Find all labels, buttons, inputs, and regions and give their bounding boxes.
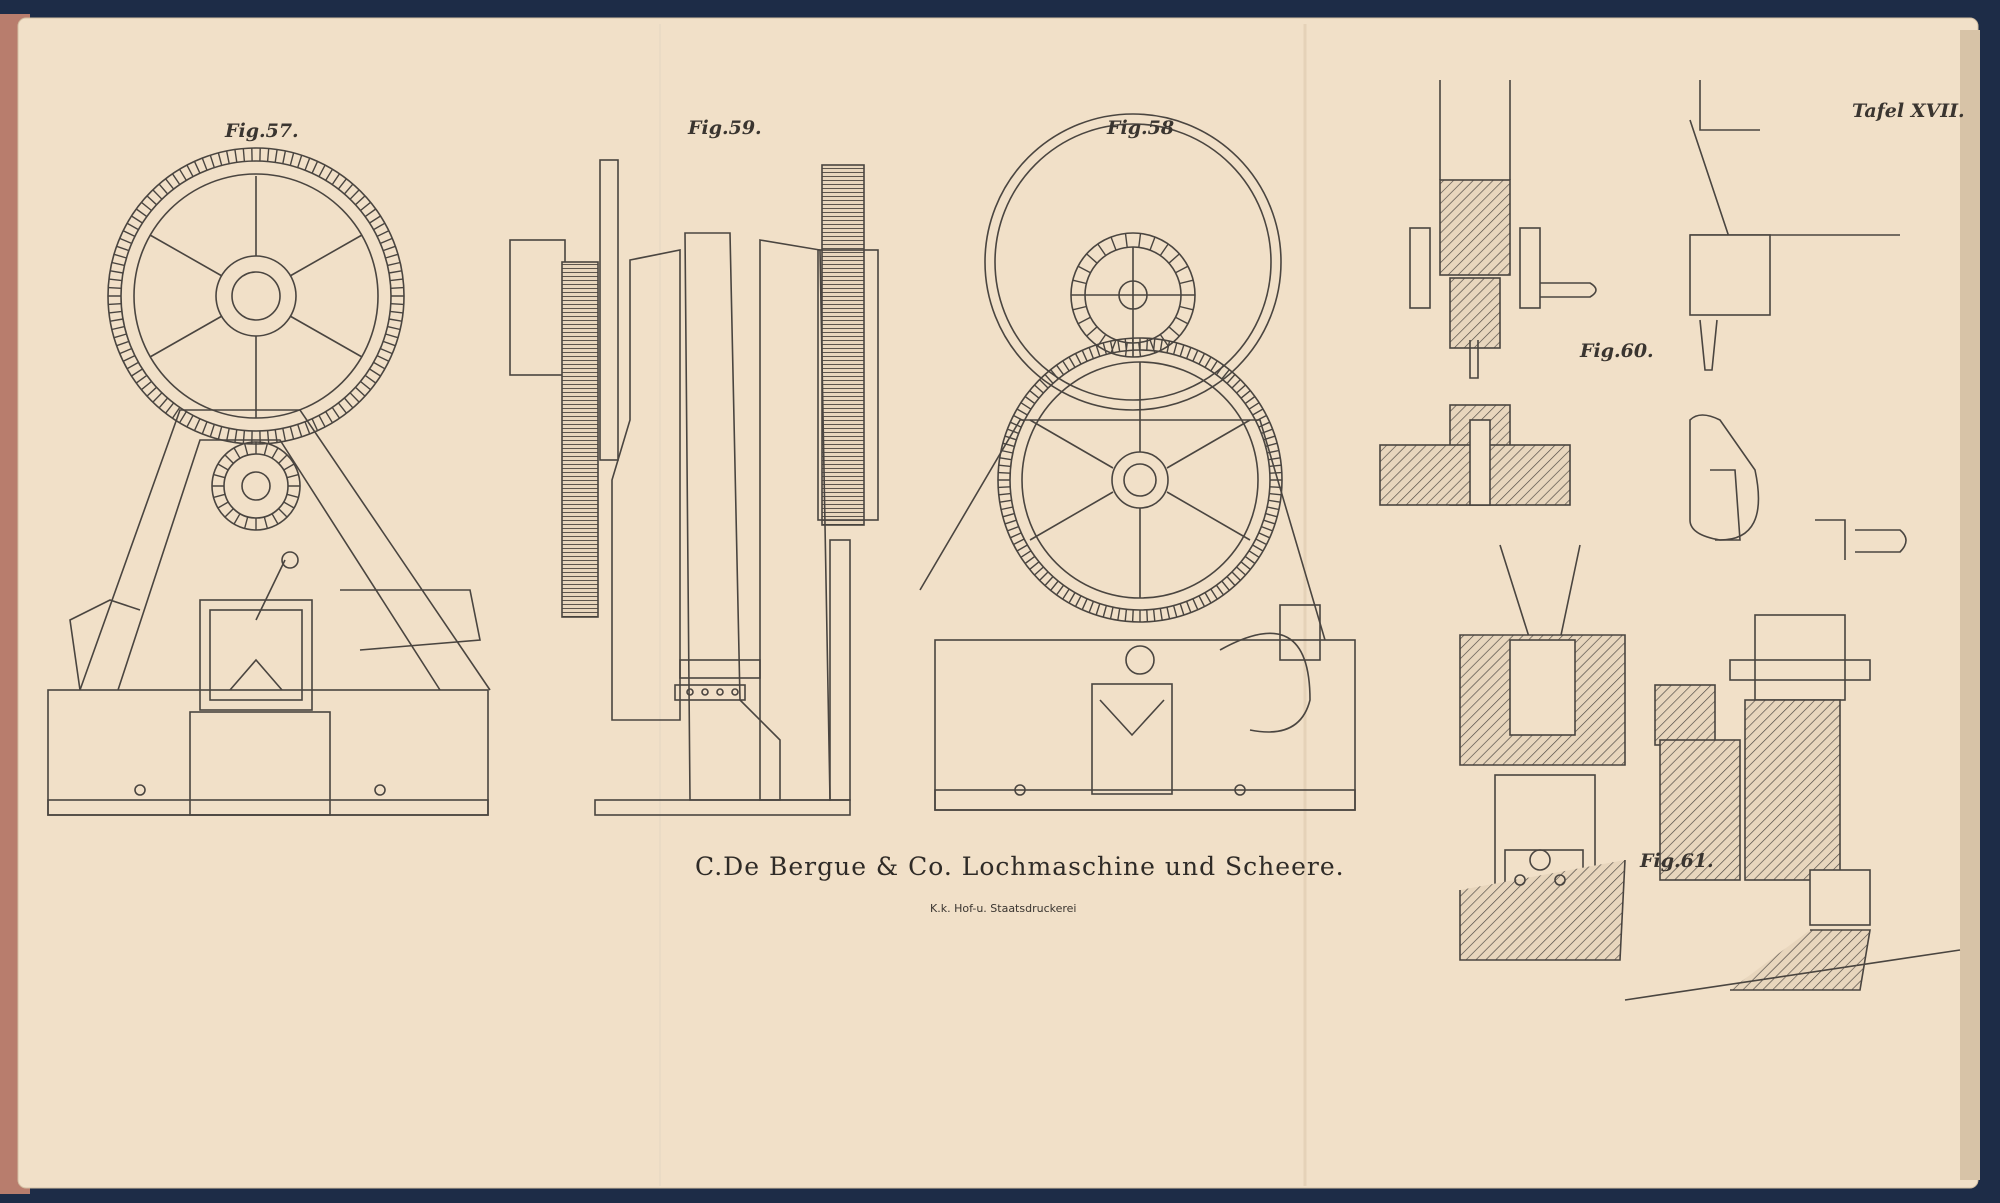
fig59-drawing (509, 159, 879, 816)
fig58-pinion-teeth (1071, 233, 1195, 357)
fig60-label: Fig.60. (1580, 340, 1654, 362)
fig59-label: Fig.59. (688, 117, 762, 139)
fig57-large-gear-teeth (108, 148, 404, 444)
fig57-pinion-teeth (212, 442, 300, 530)
fig58-label: Fig.58 (1107, 117, 1175, 139)
printer-credit: K.k. Hof-u. Staatsdruckerei (930, 902, 1077, 915)
fig60-drawing (1379, 80, 1900, 541)
right-page-edge (1960, 30, 1980, 1180)
plate-number: Tafel XVII. (1852, 100, 1965, 122)
fig58-large-gear-teeth (998, 338, 1282, 622)
fig57-label: Fig.57. (225, 120, 299, 142)
fig61-label: Fig.61. (1640, 850, 1714, 872)
fig61-drawing (1459, 519, 1961, 1001)
plate-title: C.De Bergue & Co. Lochmaschine und Schee… (695, 852, 1345, 881)
